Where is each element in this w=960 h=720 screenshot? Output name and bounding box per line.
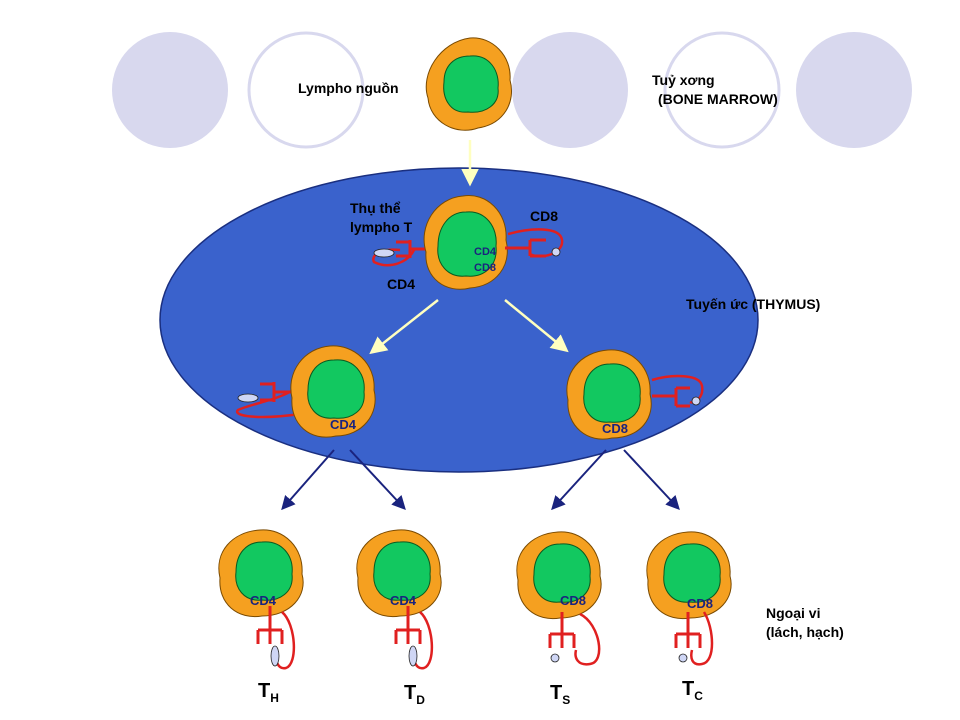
tcr-receptor xyxy=(260,382,296,402)
td-cell xyxy=(356,529,442,670)
receptor-label-line2: lympho T xyxy=(350,219,413,235)
th-marker: CD4 xyxy=(250,593,277,608)
arrow-to-ts xyxy=(551,449,607,511)
ts-label: TS xyxy=(550,682,571,707)
cd8-thymocyte xyxy=(566,349,704,440)
antigen-dot xyxy=(551,247,561,257)
ts-cell xyxy=(516,531,602,666)
decorative-circles xyxy=(112,31,912,149)
double-positive-cd4-marker: CD4 xyxy=(474,246,497,258)
antigen-oval xyxy=(237,393,259,403)
periphery-label-line2: (lách, hạch) xyxy=(766,624,844,640)
antigen-dot xyxy=(691,396,701,406)
cd4-thymocyte-marker: CD4 xyxy=(330,417,357,432)
antigen-oval xyxy=(373,248,395,258)
tcr-receptor-right xyxy=(505,238,546,258)
th-cell xyxy=(218,529,304,670)
double-positive-thymocyte xyxy=(372,195,564,290)
deco-ring xyxy=(663,31,781,149)
th-label: TH xyxy=(258,680,279,705)
arrows-to-periphery xyxy=(281,449,680,511)
arrow-to-th xyxy=(281,449,335,511)
arrow-to-td xyxy=(349,449,406,511)
tc-cell xyxy=(646,531,732,666)
tc-marker: CD8 xyxy=(687,596,714,611)
bone-marrow-label-en: (BONE MARROW) xyxy=(658,91,778,107)
cd8-thymocyte-marker: CD8 xyxy=(602,421,629,436)
ts-marker: CD8 xyxy=(560,593,587,608)
deco-ring xyxy=(247,31,365,149)
deco-circle xyxy=(112,32,228,148)
deco-circle xyxy=(512,32,628,148)
tc-label: TC xyxy=(682,678,703,703)
td-marker: CD4 xyxy=(390,593,417,608)
cd4-receptor-loop xyxy=(235,386,301,419)
top-cd8-label: CD8 xyxy=(530,208,559,224)
arrow-to-tc xyxy=(623,449,680,511)
periphery-label-line1: Ngoại vi xyxy=(766,605,821,621)
source-lymphocyte-label: Lympho nguồn xyxy=(298,80,399,96)
arrow-to-cd4-thymocyte xyxy=(369,299,439,355)
cd4-thymocyte xyxy=(235,345,376,438)
double-positive-cd8-marker: CD8 xyxy=(474,262,497,274)
arrow-to-cd8-thymocyte xyxy=(504,299,569,353)
receptor-label-line1: Thụ thể xyxy=(350,200,401,216)
td-label: TD xyxy=(404,682,425,707)
top-cd4-label: CD4 xyxy=(387,276,416,292)
source-lymphocyte xyxy=(425,37,512,131)
bone-marrow-label-vn: Tuỷ xơng xyxy=(652,72,715,88)
tcr-receptor-left xyxy=(396,240,430,258)
thymus-label: Tuyến ức (THYMUS) xyxy=(686,296,821,312)
tcr-receptor xyxy=(652,386,690,408)
deco-circle xyxy=(796,32,912,148)
